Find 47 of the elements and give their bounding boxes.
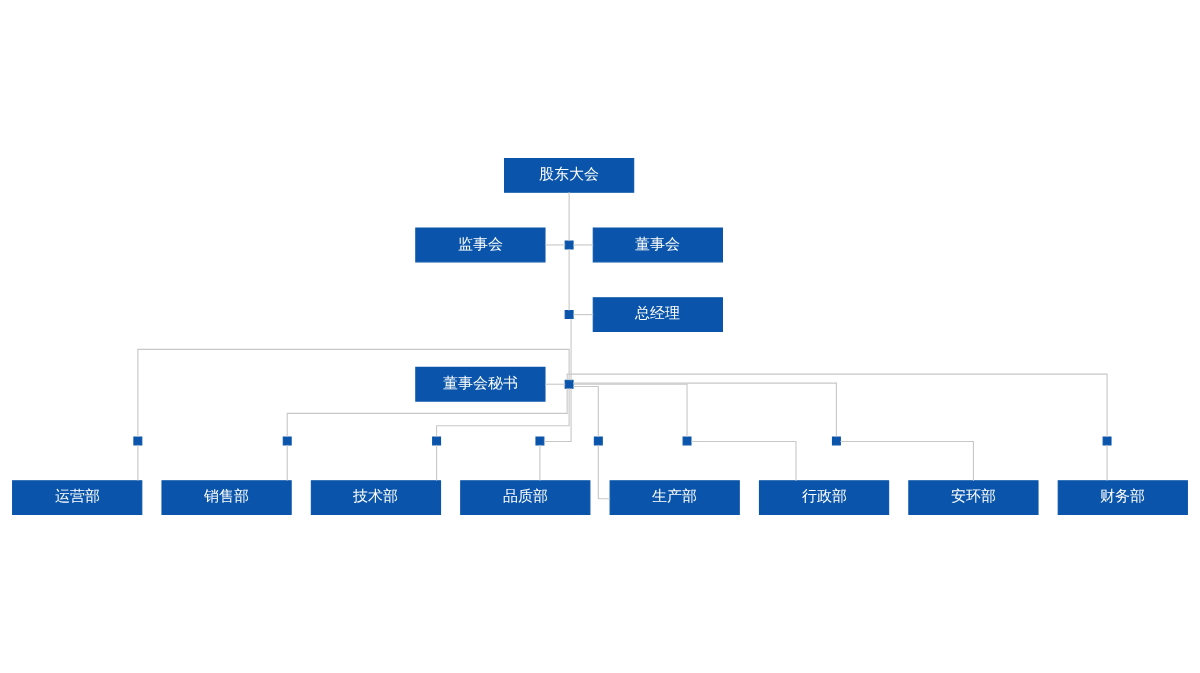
connector [544,383,566,385]
node-box [682,436,692,446]
node-box [564,240,574,250]
connector [286,444,288,481]
node-box: 财务部 [1057,480,1188,516]
connector [137,348,570,438]
node-box: 生产部 [609,480,740,516]
connector [568,248,570,312]
connector [568,191,570,242]
node-box: 安环部 [908,480,1039,516]
node-box [133,436,143,446]
node-box [1102,436,1112,446]
node-box: 董事会秘书 [415,366,546,402]
node-box: 技术部 [310,480,442,516]
node-box [535,436,545,446]
node-box [593,436,603,446]
connector [572,385,599,438]
connector [570,318,572,381]
node-box [564,310,574,320]
connector [436,444,438,481]
node-box [564,379,574,389]
connector [566,373,1108,438]
node-box: 总经理 [592,297,723,332]
node-box [282,436,292,446]
connector [690,440,797,482]
connector [543,387,572,443]
connector [137,444,139,481]
node-box: 监事会 [415,227,546,263]
connector [544,244,566,246]
connector [573,383,688,438]
connector [839,440,974,482]
node-box [432,436,442,446]
connector [597,444,611,500]
node-box: 销售部 [161,480,292,516]
connector [1106,444,1108,481]
node-box: 行政部 [758,480,890,516]
node-box: 董事会 [592,227,723,263]
connector [436,387,570,438]
connector [572,382,837,438]
connector [539,444,541,481]
connector [572,244,594,246]
node-box: 品质部 [460,480,591,516]
connector [572,314,594,316]
connector [286,387,568,438]
node-box: 股东大会 [504,157,635,193]
node-box [831,436,841,446]
node-box: 运营部 [12,480,143,516]
